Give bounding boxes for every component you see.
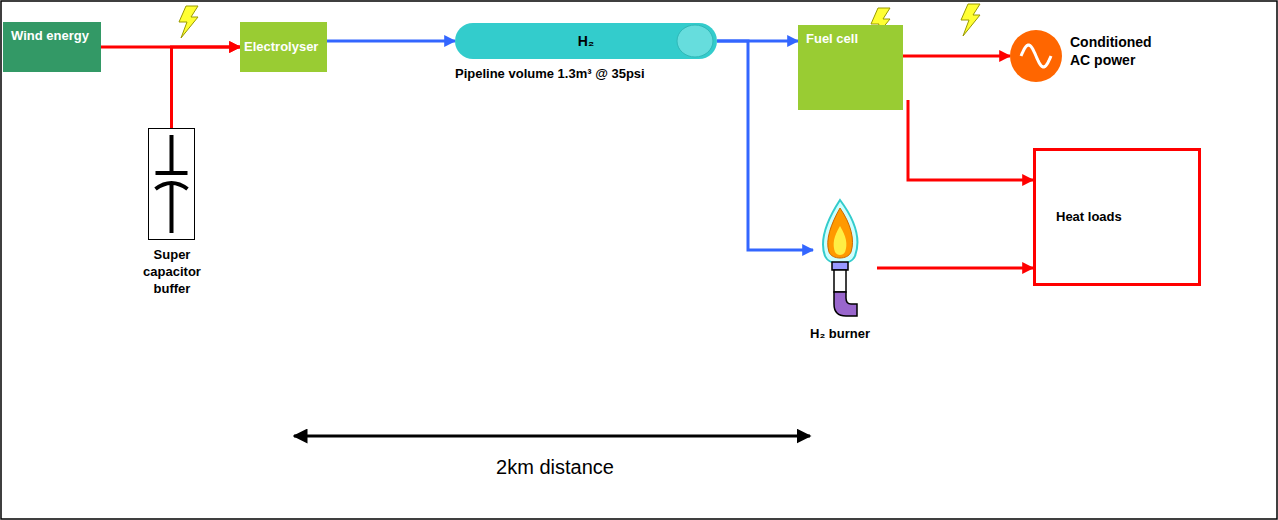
flow-connector bbox=[908, 100, 1033, 180]
distance-label: 2km distance bbox=[430, 456, 680, 479]
lightning-bolt bbox=[179, 6, 198, 38]
sine-symbol bbox=[1010, 30, 1062, 82]
flame-symbol bbox=[815, 198, 865, 320]
flow-connector bbox=[172, 47, 241, 128]
capacitor-symbol bbox=[149, 129, 194, 239]
node-label: Electrolyser bbox=[244, 39, 318, 55]
pipeline-caption: Pipeline volume 1.3m³ @ 35psi bbox=[455, 66, 775, 81]
node-label: H₂ bbox=[578, 33, 594, 50]
ac-output-circle: Conditioned AC power bbox=[1010, 30, 1062, 82]
distance-arrow bbox=[294, 435, 810, 438]
load-box: Heat loads bbox=[1033, 148, 1201, 286]
node-label: Heat loads bbox=[1056, 209, 1122, 225]
flow-connector bbox=[903, 55, 1010, 58]
node-label: Super capacitor buffer bbox=[127, 247, 217, 298]
process-box: Electrolyser bbox=[240, 22, 327, 72]
node-label: Wind energy bbox=[11, 28, 89, 44]
pipeline-tank: H₂ bbox=[455, 23, 717, 59]
burner-icon: H₂ burner bbox=[815, 198, 865, 320]
node-label: Conditioned AC power bbox=[1070, 34, 1170, 69]
lightning-bolt bbox=[961, 4, 980, 36]
capacitor-box: Super capacitor buffer bbox=[148, 128, 195, 240]
process-box: Fuel cell bbox=[798, 25, 903, 110]
flow-connector bbox=[877, 267, 1033, 270]
node-label: Fuel cell bbox=[806, 31, 858, 47]
flow-connector bbox=[327, 40, 455, 43]
source-box: Wind energy bbox=[3, 22, 101, 72]
node-label: H₂ burner bbox=[780, 326, 900, 342]
